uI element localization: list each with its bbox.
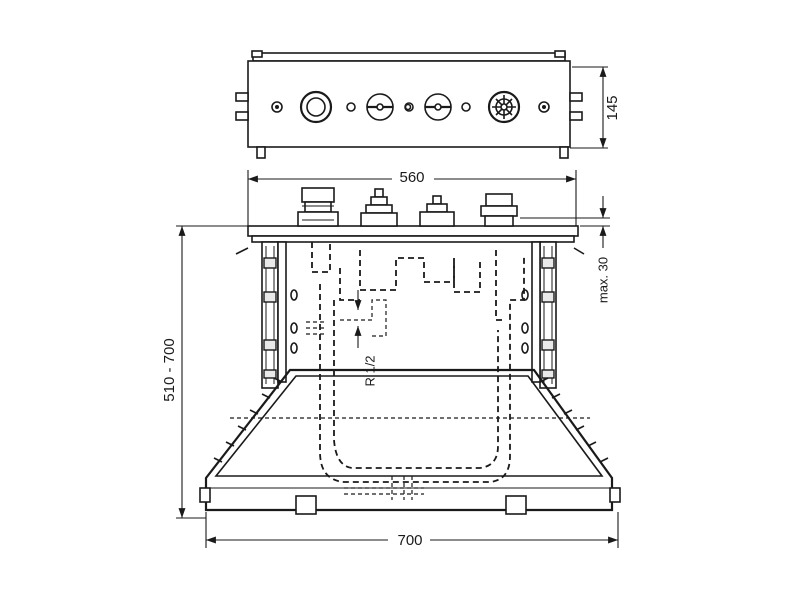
valve-body-spindle-a xyxy=(360,188,398,227)
rail-left xyxy=(261,241,298,389)
outlet-ring-icon xyxy=(299,90,333,124)
frame-base xyxy=(199,368,621,515)
top-view: 145 xyxy=(235,50,621,159)
mounting-plate-lower xyxy=(251,235,575,243)
dimension-700-label: 700 xyxy=(397,532,422,549)
top-view-rim xyxy=(252,52,566,62)
rail-right xyxy=(521,241,557,389)
valve-body-outlet xyxy=(297,187,339,227)
top-view-stub-right-a xyxy=(569,92,583,102)
top-view-tab-left xyxy=(251,50,263,58)
thread-size-label: R 1/2 xyxy=(362,355,377,386)
mounting-plate xyxy=(247,225,579,237)
installation-view: R 1/2 max. 30 510 - 700 700 xyxy=(161,187,621,549)
top-view-tab-right xyxy=(554,50,566,58)
dimension-max30-label: max. 30 xyxy=(595,257,610,303)
top-view-stub-left-b xyxy=(235,111,249,121)
hidden-piping xyxy=(230,242,590,500)
top-view-foot-left xyxy=(256,146,266,159)
top-view-stub-right-b xyxy=(569,111,583,121)
dimension-510-700-label: 510 - 700 xyxy=(161,338,178,401)
dimension-560-label: 560 xyxy=(399,169,424,186)
valve-body-thermostat xyxy=(480,193,518,227)
dimension-145-label: 145 xyxy=(604,95,621,120)
bolt-icon xyxy=(346,102,356,112)
top-view-stub-left-a xyxy=(235,92,249,102)
valve-body-spindle-b xyxy=(419,195,455,227)
top-view-foot-right xyxy=(559,146,569,159)
dimension-560: 560 xyxy=(247,168,577,226)
bolt-icon xyxy=(461,102,471,112)
thermostat-icon xyxy=(487,90,521,124)
